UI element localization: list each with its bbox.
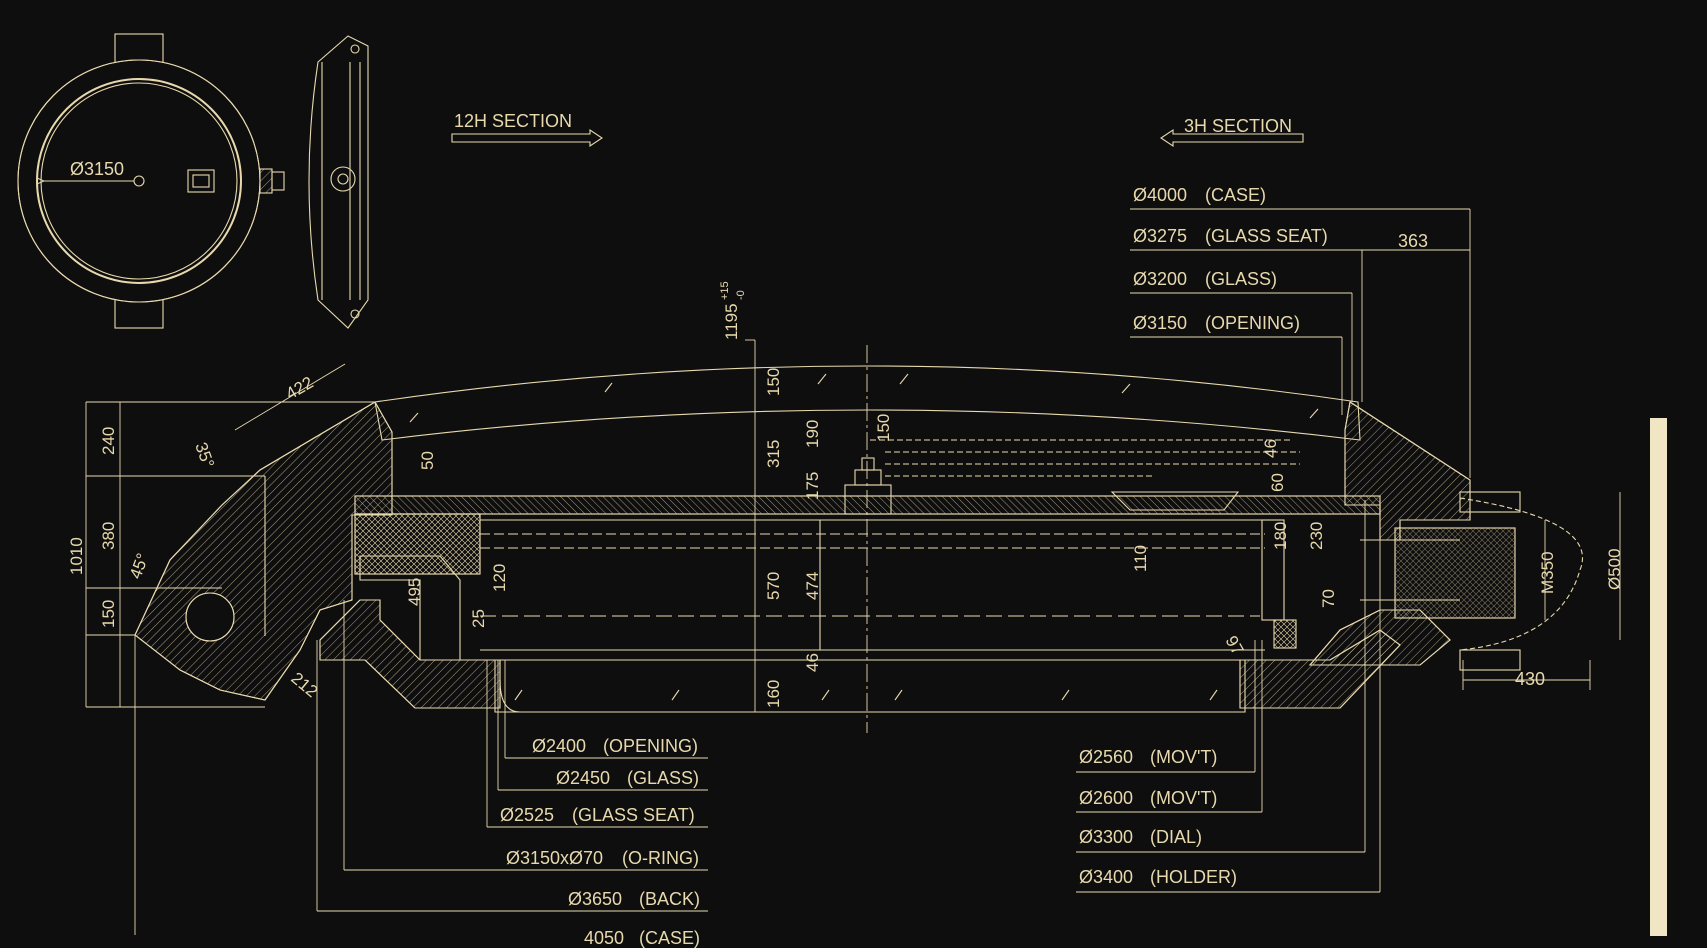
dim-315: 315 (764, 440, 783, 468)
dim-1195-tol-lower: -0 (735, 290, 747, 300)
callout-oring-label: (O-RING) (622, 848, 699, 868)
callout-back-dim: Ø3650 (568, 889, 622, 909)
callout-movt1-label: (MOV'T) (1150, 747, 1217, 767)
dim-97: 97 (1222, 633, 1248, 659)
dimension-lines-left (85, 249, 1621, 712)
callout-movt1-dim: Ø2560 (1079, 747, 1133, 767)
dim-570: 570 (764, 572, 783, 600)
callout-opening2-label: (OPENING) (603, 736, 698, 756)
dim-380: 380 (99, 522, 118, 550)
dim-60: 60 (1268, 473, 1287, 492)
callout-case2-dim: 4050 (584, 928, 624, 948)
callout-opening-dim: Ø3150 (1133, 313, 1187, 333)
dim-175: 175 (803, 472, 822, 500)
callout-holder-label: (HOLDER) (1150, 867, 1237, 887)
callout-oring-dim: Ø3150xØ70 (506, 848, 603, 868)
section-label-12h: 12H SECTION (454, 111, 572, 131)
crown-assembly (1360, 491, 1583, 671)
dim-50: 50 (418, 451, 437, 470)
front-view (17, 33, 285, 329)
callout-glass-seat-dim: Ø3275 (1133, 226, 1187, 246)
back-glass (494, 659, 1246, 713)
dim-363: 363 (1398, 231, 1428, 251)
dim-212: 212 (287, 669, 321, 702)
dim-1010: 1010 (67, 537, 86, 575)
dim-1195: 1195 (722, 303, 741, 340)
dim-500: Ø500 (1605, 548, 1624, 590)
callout-glass-seat2-dim: Ø2525 (500, 805, 554, 825)
movement (354, 513, 1297, 661)
dim-190: 190 (803, 420, 822, 448)
side-view (308, 35, 369, 329)
date-window (187, 169, 215, 193)
case-left-section (134, 401, 393, 701)
callout-glass2-dim: Ø2450 (556, 768, 610, 788)
callout-leaders-bottom-right (1076, 500, 1381, 893)
dim-160: 160 (764, 680, 783, 708)
callout-opening-label: (OPENING) (1205, 313, 1300, 333)
callout-opening2-dim: Ø2400 (532, 736, 586, 756)
dim-46-center: 46 (803, 653, 822, 672)
section-arrow-12h (451, 128, 603, 148)
glass (374, 365, 1361, 441)
dim-120: 120 (490, 564, 509, 592)
dim-430: 430 (1515, 669, 1545, 689)
callout-case-dim: Ø4000 (1133, 185, 1187, 205)
callout-back-label: (BACK) (639, 889, 700, 909)
case-back (319, 599, 1401, 709)
crown (259, 168, 273, 194)
dim-45deg: 45° (126, 551, 153, 582)
dim-35deg: 35° (191, 440, 218, 471)
dim-240: 240 (99, 427, 118, 455)
section-arrow-3h (1160, 128, 1304, 148)
dim-495: 495 (405, 578, 424, 606)
dim-474: 474 (803, 572, 822, 600)
dim-150-left: 150 (99, 600, 118, 628)
callout-glass-label: (GLASS) (1205, 269, 1277, 289)
callout-holder-dim: Ø3400 (1079, 867, 1133, 887)
dim-25: 25 (469, 609, 488, 628)
dial-plate (354, 439, 1381, 515)
dim-46-right: 46 (1261, 439, 1280, 458)
callout-dial-label: (DIAL) (1150, 827, 1202, 847)
dim-70: 70 (1319, 589, 1338, 608)
section-label-3h: 3H SECTION (1184, 116, 1292, 136)
dim-110: 110 (1131, 545, 1150, 572)
dim-1195-tol-upper: +15 (719, 281, 731, 300)
callout-case-label: (CASE) (1205, 185, 1266, 205)
callout-movt2-dim: Ø2600 (1079, 788, 1133, 808)
dim-150-center: 150 (764, 368, 783, 396)
callout-glass-dim: Ø3200 (1133, 269, 1187, 289)
callout-glass-seat-label: (GLASS SEAT) (1205, 226, 1328, 246)
dim-m350: M350 (1538, 551, 1557, 594)
dim-230: 230 (1307, 522, 1326, 550)
vertical-scrollbar-thumb[interactable] (1650, 418, 1667, 936)
front-diameter-label: Ø3150 (70, 159, 124, 179)
dim-150-upper: 150 (874, 414, 893, 442)
callout-case2-label: (CASE) (639, 928, 700, 948)
callout-dial-dim: Ø3300 (1079, 827, 1133, 847)
callout-glass2-label: (GLASS) (627, 768, 699, 788)
dim-180: 180 (1271, 522, 1290, 550)
callout-movt2-label: (MOV'T) (1150, 788, 1217, 808)
callout-leaders-bottom-left (134, 600, 708, 935)
callout-glass-seat2-label: (GLASS SEAT) (572, 805, 695, 825)
